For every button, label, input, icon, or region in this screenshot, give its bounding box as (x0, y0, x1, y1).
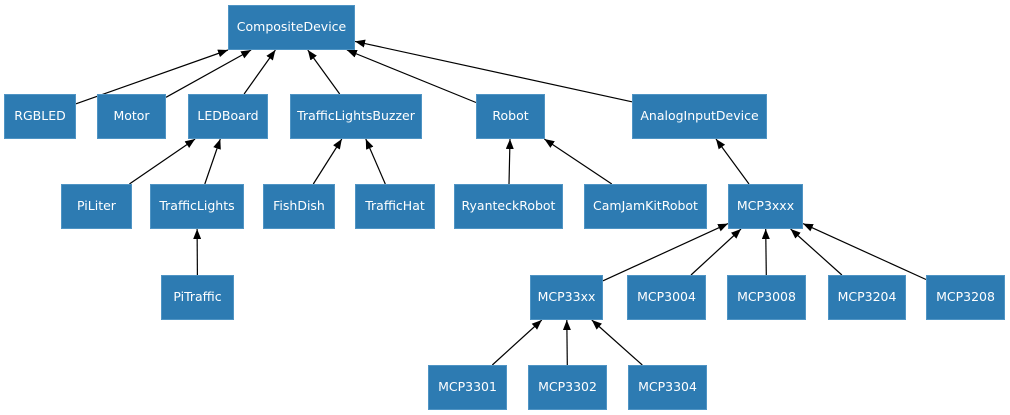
node-mcp3008[interactable]: MCP3008 (727, 275, 806, 320)
node-pitraffic[interactable]: PiTraffic (161, 275, 234, 320)
node-mcp3208[interactable]: MCP3208 (926, 275, 1005, 320)
inheritance-edge-mcp33xx-to-mcp3xxx (602, 223, 729, 282)
node-mcp3304[interactable]: MCP3304 (628, 365, 707, 410)
node-label: PiLiter (77, 198, 116, 214)
node-label: MCP3xxx (736, 198, 795, 214)
node-trafficlights[interactable]: TrafficLights (150, 184, 244, 229)
inheritance-edge-ledboard-to-compositedevice (243, 49, 276, 95)
inheritance-edge-mcp3304-to-mcp33xx (591, 319, 643, 366)
node-analoginputdevice[interactable]: AnalogInputDevice (632, 94, 767, 139)
inheritance-edge-motor-to-compositedevice (165, 49, 252, 98)
inheritance-edge-analoginputdevice-to-compositedevice (354, 39, 633, 103)
node-robot[interactable]: Robot (476, 94, 545, 139)
node-traffichat[interactable]: TrafficHat (355, 184, 435, 229)
node-label: LEDBoard (197, 108, 259, 124)
inheritance-edge-camjamkitrobot-to-robot (543, 138, 613, 185)
inheritance-edge-piliter-to-ledboard (129, 138, 196, 185)
node-trafficlightsbuzzer[interactable]: TrafficLightsBuzzer (290, 94, 422, 139)
node-camjamkitrobot[interactable]: CamJamKitRobot (584, 184, 707, 229)
node-label: TrafficHat (365, 198, 425, 214)
inheritance-edge-mcp3301-to-mcp33xx (491, 319, 543, 366)
node-mcp3xxx[interactable]: MCP3xxx (728, 184, 803, 229)
node-motor[interactable]: Motor (97, 94, 166, 139)
inheritance-edge-mcp3008-to-mcp3xxx (761, 228, 770, 276)
node-rgbled[interactable]: RGBLED (4, 94, 76, 139)
node-label: CamJamKitRobot (593, 198, 698, 214)
inheritance-edge-fishdish-to-trafficlightsbuzzer (312, 138, 343, 185)
node-ledboard[interactable]: LEDBoard (188, 94, 268, 139)
node-label: MCP3208 (936, 289, 995, 305)
node-label: PiTraffic (173, 289, 222, 305)
inheritance-edge-mcp3302-to-mcp33xx (562, 319, 571, 366)
inheritance-edge-robot-to-compositedevice (346, 49, 477, 104)
node-piliter[interactable]: PiLiter (61, 184, 132, 229)
inheritance-edge-mcp3208-to-mcp3xxx (802, 223, 927, 281)
node-label: TrafficLights (159, 198, 235, 214)
node-label: AnalogInputDevice (640, 108, 759, 124)
inheritance-edge-trafficlights-to-ledboard (204, 138, 221, 185)
node-mcp3302[interactable]: MCP3302 (528, 365, 607, 410)
node-mcp3301[interactable]: MCP3301 (428, 365, 507, 410)
inheritance-edge-trafficlightsbuzzer-to-compositedevice (307, 49, 341, 95)
node-label: MCP3004 (637, 289, 696, 305)
node-mcp33xx[interactable]: MCP33xx (530, 275, 603, 320)
node-label: MCP33xx (537, 289, 596, 305)
node-label: RyanteckRobot (461, 198, 556, 214)
node-fishdish[interactable]: FishDish (263, 184, 335, 229)
node-mcp3204[interactable]: MCP3204 (828, 275, 906, 320)
inheritance-edge-traffichat-to-trafficlightsbuzzer (365, 138, 386, 185)
node-mcp3004[interactable]: MCP3004 (627, 275, 706, 320)
inheritance-edge-ryanteckrobot-to-robot (505, 138, 514, 185)
node-label: MCP3301 (438, 379, 497, 395)
node-label: Motor (113, 108, 150, 124)
inheritance-edge-mcp3004-to-mcp3xxx (690, 228, 742, 276)
node-label: RGBLED (14, 108, 66, 124)
node-label: MCP3302 (538, 379, 597, 395)
node-label: MCP3304 (638, 379, 697, 395)
node-ryanteckrobot[interactable]: RyanteckRobot (454, 184, 563, 229)
node-label: Robot (492, 108, 529, 124)
node-label: FishDish (273, 198, 325, 214)
inheritance-edge-mcp3204-to-mcp3xxx (790, 228, 843, 276)
node-label: TrafficLightsBuzzer (297, 108, 415, 124)
node-label: CompositeDevice (236, 19, 347, 35)
node-label: MCP3008 (737, 289, 796, 305)
node-label: MCP3204 (837, 289, 897, 305)
node-compositedevice[interactable]: CompositeDevice (228, 5, 355, 50)
inheritance-edge-mcp3xxx-to-analoginputdevice (715, 138, 750, 185)
